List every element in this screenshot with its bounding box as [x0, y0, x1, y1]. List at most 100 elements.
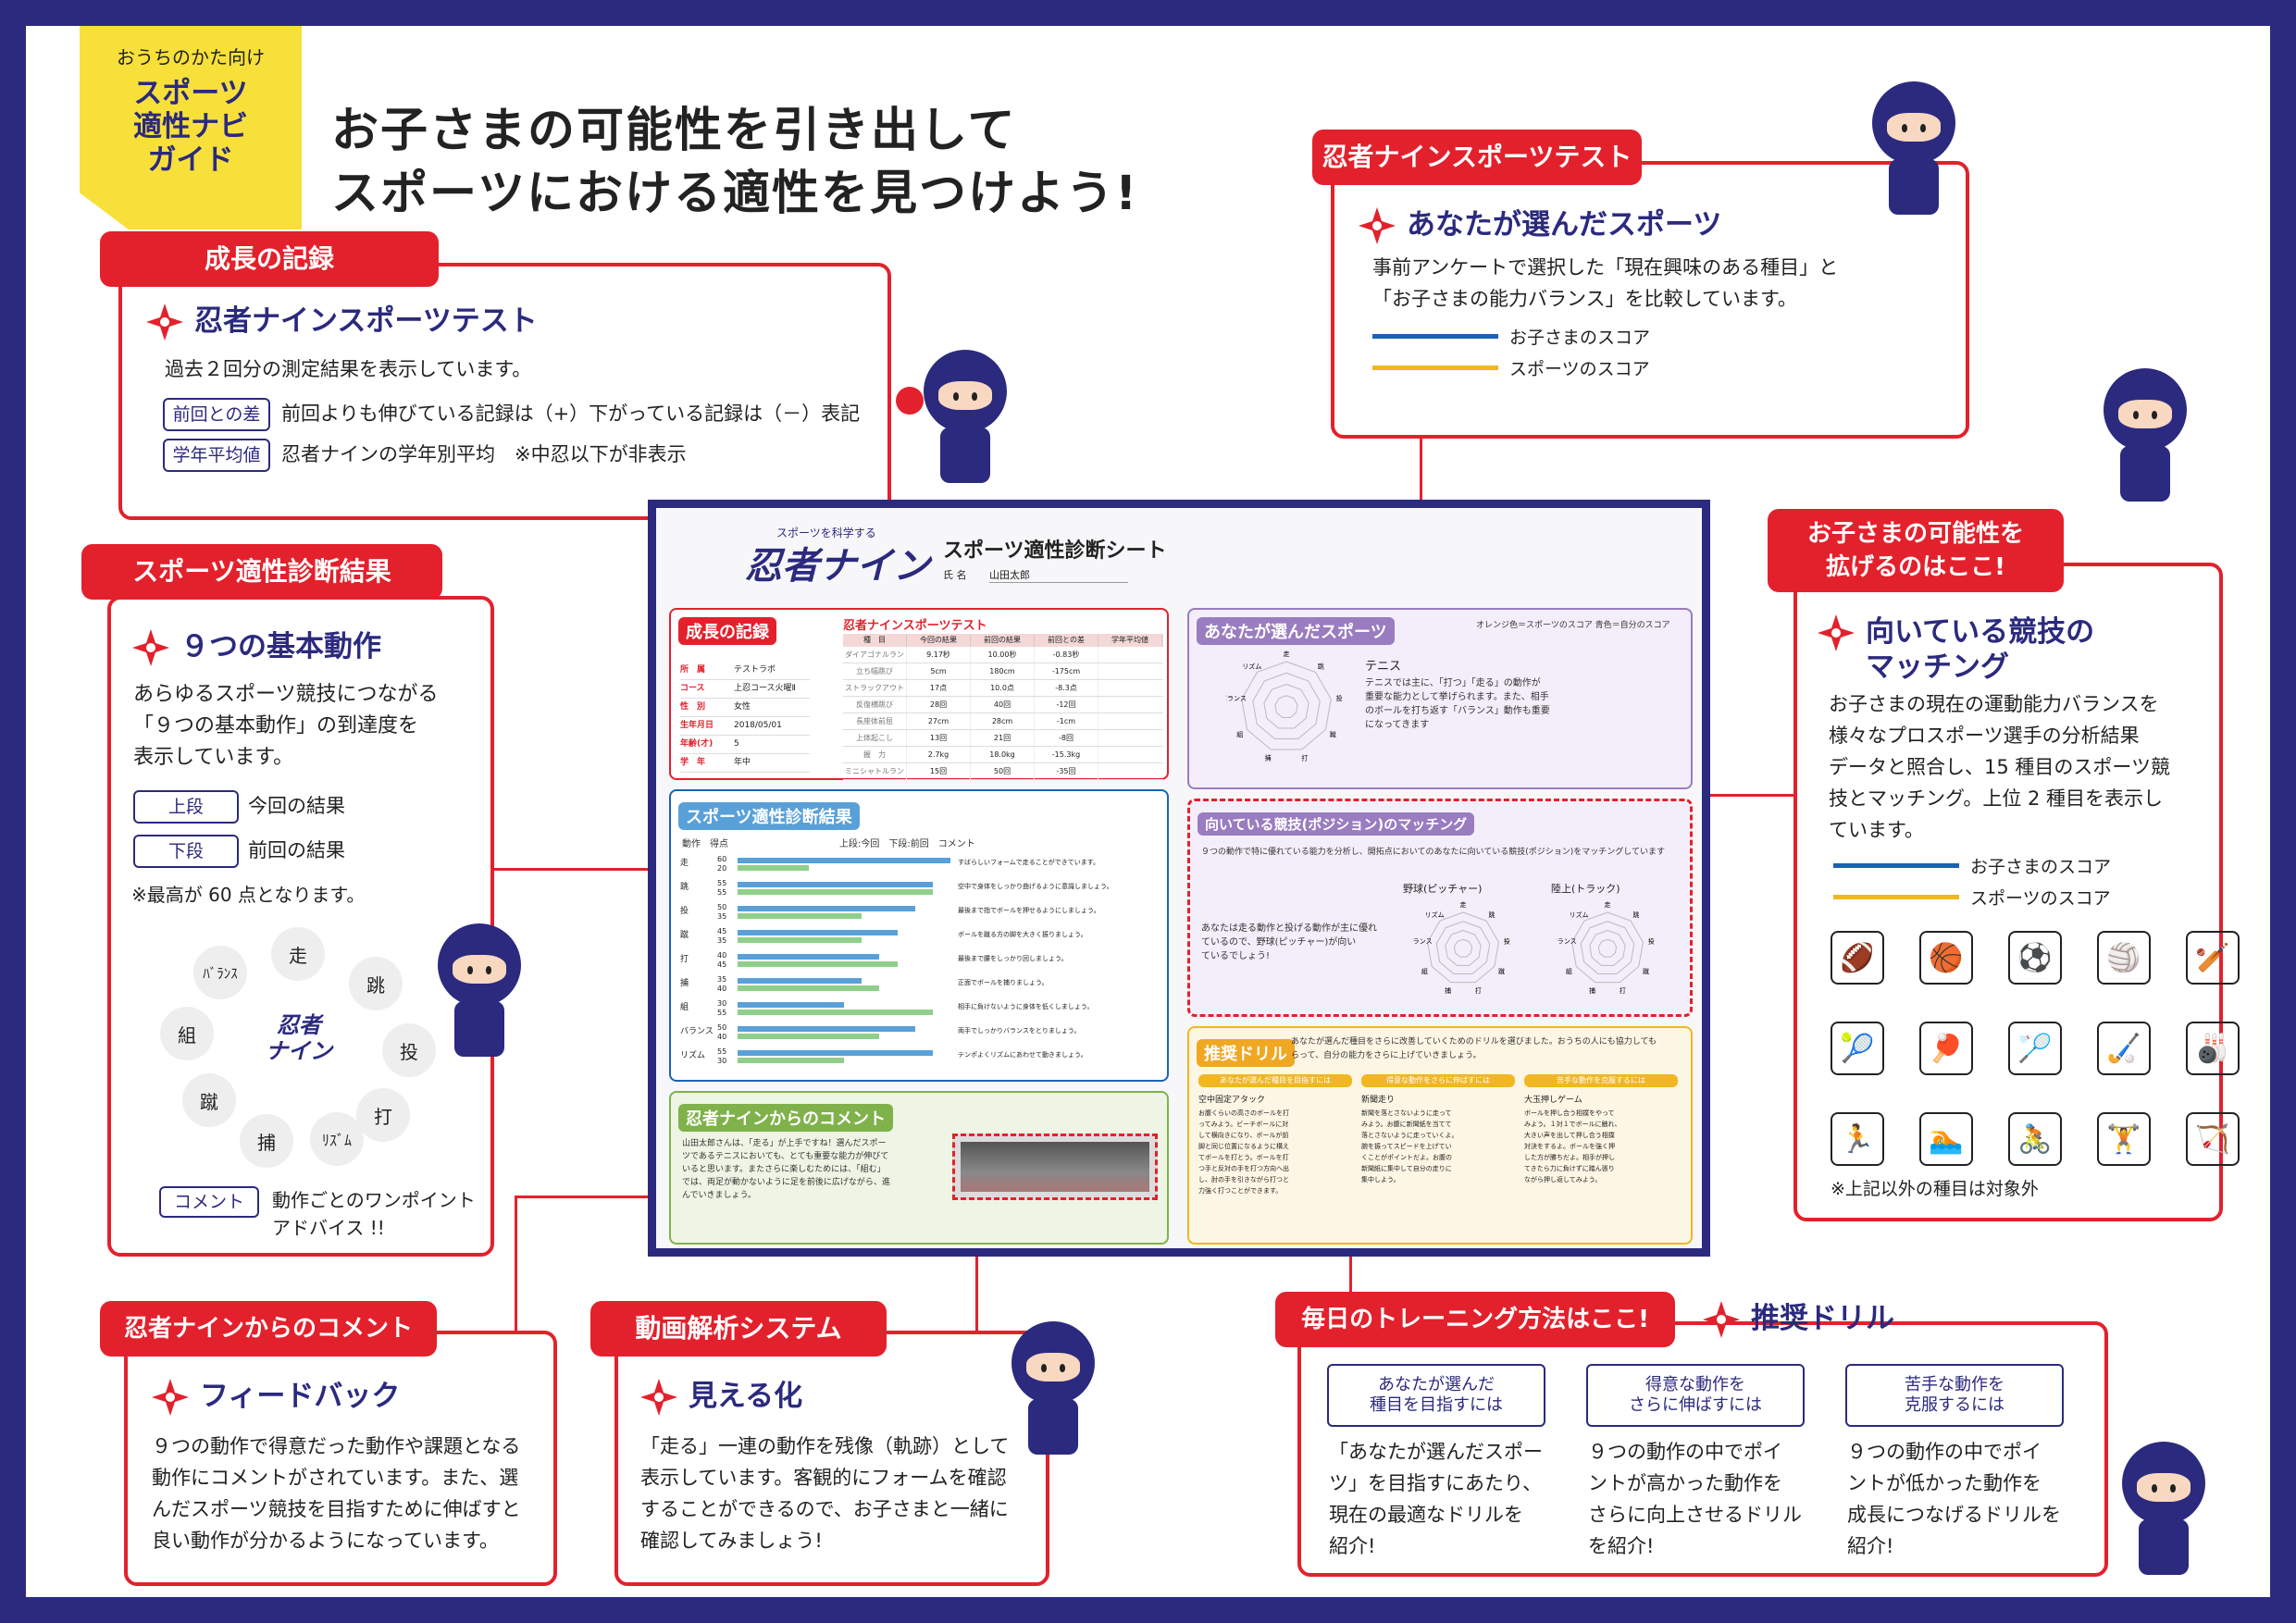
radar-label: 蹴 [1330, 730, 1336, 738]
wheel-item: ﾊﾞﾗﾝｽ [193, 946, 247, 999]
motion-comment: 最後まで指でボールを押せるようにしましょう。 [958, 907, 1100, 914]
profile-value: テストラボ [734, 665, 776, 675]
ninja-head [1872, 81, 1955, 165]
sheet-match1: 野球(ピッチャー) [1403, 883, 1483, 895]
radar-label: 組 [1566, 967, 1572, 975]
diagnosis-sheet-preview: スポーツを科学する 忍者ナイン スポーツ適性診断シート 氏 名 山田太郎 成長の… [648, 500, 1710, 1257]
motion-bar-now [738, 858, 950, 863]
drill-label-chosen: あなたが選んだ 種目を目指すには [1327, 1364, 1545, 1427]
profile-value: 2018/05/01 [734, 721, 782, 730]
table-cell [1098, 697, 1162, 712]
sheet-logo-sub: スポーツを科学する [776, 527, 876, 539]
motion-score-prev: 30 [717, 1057, 727, 1065]
table-cell: 18.0kg [971, 747, 1035, 762]
motion-bar-prev [738, 913, 863, 919]
growth-record-box [118, 263, 891, 520]
table-header-cell: 前回の結果 [971, 634, 1035, 647]
table-header-cell: 学年平均値 [1098, 634, 1162, 647]
sheet-sport-desc: テニスでは主に、「打つ」「走る」の動作が 重要な能力として挙げられます。また、相… [1365, 678, 1550, 730]
sheet-diagnosis-head: 動作 得点 上段:今回 下段:前回 コメント [682, 839, 975, 849]
guide-corner-badge: おうちのかた向け スポーツ 適性ナビ ガイド [80, 26, 302, 229]
radar-label: 投 [1648, 937, 1655, 946]
shuriken-icon [1359, 207, 1396, 244]
running-icon: 🏃 [1831, 1112, 1884, 1166]
motion-score-now: 50 [717, 903, 727, 911]
growth-record-tag: 成長の記録 [100, 231, 439, 287]
profile-key: 所 属 [680, 665, 706, 675]
ninja-body [2139, 1519, 2189, 1575]
table-cell: 長座体前屈 [843, 713, 907, 729]
matching-note: ※上記以外の種目は対象外 [1831, 1179, 2039, 1199]
sheet-drill-title: 推奨ドリル [1197, 1039, 1295, 1067]
radar-label: 打 [1475, 986, 1482, 995]
radar-label: 跳 [1632, 911, 1639, 919]
motion-bar-now [738, 1026, 915, 1032]
sheet-match-sub: ９つの動作で特に優れている能力を分析し、開拓点においてのあなたに向いている競技(… [1201, 848, 1665, 857]
video-box [614, 1331, 1049, 1586]
motion-bar-prev [738, 937, 863, 943]
profile-value: 年中 [734, 758, 751, 767]
connector-line [1673, 794, 1795, 797]
growth-label-diff: 前回との差 [163, 398, 270, 431]
motion-bar-prev [738, 1010, 933, 1015]
diagnosis-text-lower: 前回の結果 [248, 839, 345, 861]
radar-label: リズム [1425, 911, 1445, 919]
table-cell: 握 力 [843, 747, 907, 762]
table-cell: 17点 [907, 680, 971, 696]
motion-comment: 相手に負けないように身体を低くしましょう。 [958, 1003, 1094, 1010]
profile-row: 性 別女性 [680, 699, 810, 717]
table-cell: 上体起こし [843, 730, 907, 746]
connector-line [1349, 1221, 1352, 1295]
radar-label: リズム [1242, 663, 1261, 671]
radar-ring [1435, 921, 1491, 974]
table-cell: -35回 [1035, 763, 1098, 779]
table-cell [1098, 647, 1162, 663]
bowling-icon: 🎳 [2186, 1022, 2240, 1075]
diagnosis-comment-label: コメント [159, 1186, 259, 1218]
sheet-radar-match2: 走跳投蹴打捕組バランスリズム [1557, 901, 1655, 995]
motion-bar-now [738, 882, 933, 887]
motion-bar-now [738, 1002, 844, 1008]
growth-desc: 過去２回分の測定結果を表示しています。 [165, 358, 532, 380]
chosen-sport-box [1331, 161, 1969, 439]
basketball-icon: 🏀 [1919, 931, 1973, 985]
legend-swatch [1372, 334, 1498, 339]
ninja-mascot-girl-left [424, 923, 535, 1062]
table-cell: 27cm [907, 713, 971, 729]
connector-line [515, 1196, 667, 1198]
table-cell: -8.3点 [1035, 680, 1098, 696]
sheet-chosen-title: あなたが選んだスポーツ [1197, 617, 1395, 645]
wheel-item: 組 [160, 1007, 214, 1060]
table-cell: 13回 [907, 730, 971, 746]
ninja-mascot-batter [2090, 368, 2201, 507]
motion-bar-now [738, 930, 898, 935]
table-cell: 28cm [971, 713, 1035, 729]
sheet-match-title: 向いている競技(ポジション)のマッチング [1198, 812, 1475, 836]
radar-label: 打 [1620, 986, 1626, 995]
drill-col-name: 大玉押しゲーム [1524, 1096, 1582, 1105]
shuriken-icon [640, 1379, 677, 1416]
sheet-drill-columns: あなたが選んだ種目を目指すには空中固定アタックお腹くらいの高さのボールを打 って… [1198, 1074, 1685, 1241]
table-cell: 15回 [907, 763, 971, 779]
matching-heading: 向いている競技の マッチング [1818, 614, 2094, 685]
profile-row: コース上忍コース火曜Ⅱ [680, 680, 810, 699]
radar-ring [1427, 911, 1499, 984]
sport-icon-grid: 🏈 🏀 ⚽ 🏐 🏏 🎾 🏓 🏸 🏑 🎳 🏃 🏊 🚴 🏋 🏹 [1831, 931, 2240, 1166]
drill-col-head: 得意な動作をさらに伸ばすには [1361, 1074, 1515, 1087]
ninja-head [1011, 1321, 1095, 1405]
video-heading: 見える化 [640, 1379, 802, 1416]
sheet-drill-intro: あなたが選んだ種目をさらに改善していくためのドリルを選びました。おうちの人にも協… [1291, 1037, 1657, 1060]
drill-col-text: ボールを押し合う相撲をやって みよう。１対１でボールに触れ、 大きい声を出して押… [1524, 1109, 1621, 1183]
table-cell: 5cm [907, 663, 971, 679]
growth-text-diff: 前回よりも伸びている記録は（+）下がっている記録は（－）表記 [281, 403, 861, 425]
table-tennis-icon: 🏓 [1919, 1022, 1973, 1075]
motion-bar-now [738, 1050, 933, 1056]
diagnosis-label-upper: 上段 [133, 790, 239, 824]
corner-title: スポーツ 適性ナビ ガイド [133, 77, 248, 177]
table-cell [1098, 680, 1162, 696]
drill-col-text: 新聞を落とさないように走って みよう。お腹に新聞紙を当てて 落とさないように走っ… [1361, 1109, 1458, 1183]
